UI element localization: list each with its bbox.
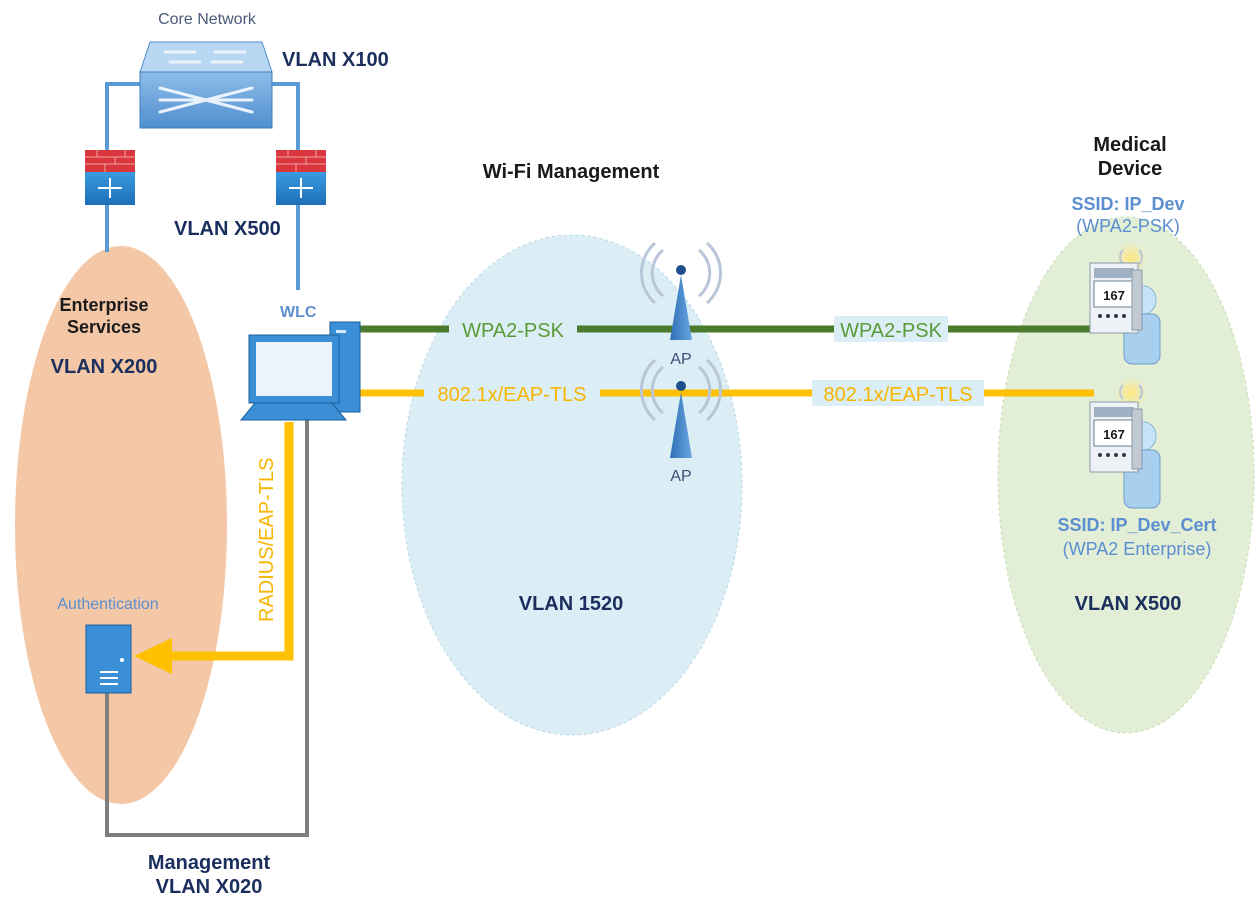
core-network-label: Core Network [158, 11, 257, 28]
wlc-label: WLC [280, 304, 317, 321]
wlc-computer-icon [239, 321, 361, 421]
eap-right-label-bg [812, 380, 984, 406]
firewall-right-icon [276, 150, 326, 205]
ap-top-icon [640, 241, 722, 340]
medical-label-line2: Device [1098, 158, 1163, 180]
wpa2-psk-right-label: WPA2-PSK [840, 320, 943, 342]
ssid-cert-security-label: (WPA2 Enterprise) [1063, 539, 1212, 559]
wpa2-psk-left-label-bg [449, 316, 577, 342]
ssid-dev-security-label: (WPA2-PSK) [1076, 216, 1180, 236]
management-label-line1: Management [148, 852, 271, 874]
wifi-management-zone [401, 234, 743, 736]
management-label-line2: VLAN X020 [156, 876, 263, 898]
ap-bottom-label: AP [670, 468, 691, 485]
eap-left-label-bg [424, 380, 600, 406]
core-link-left [105, 82, 140, 150]
medical-label-line1: Medical [1093, 134, 1166, 156]
radius-arrowhead [134, 638, 172, 674]
monitor-reading-top: 167 [1103, 288, 1125, 303]
vlan-x500-right-label: VLAN X500 [1075, 593, 1182, 615]
authentication-label: Authentication [57, 596, 158, 613]
core-switch-icon [139, 41, 273, 129]
eap-left-label: 802.1x/EAP-TLS [438, 384, 587, 406]
wifi-management-label: Wi-Fi Management [483, 161, 660, 183]
medical-device-top-icon: 167 [1089, 242, 1161, 365]
wpa2-psk-left-label: WPA2-PSK [462, 320, 565, 342]
eap-right-label: 802.1x/EAP-TLS [824, 384, 973, 406]
vlan-1520-label: VLAN 1520 [519, 593, 624, 615]
medical-device-bottom-icon: 167 [1089, 377, 1161, 509]
ap-bottom-icon [640, 358, 722, 458]
radius-label: RADIUS/EAP-TLS [256, 458, 278, 622]
enterprise-zone [15, 246, 227, 804]
management-link [105, 420, 309, 837]
core-link-right [272, 82, 300, 150]
firewall-left-icon [85, 150, 135, 205]
ssid-cert-label: SSID: IP_Dev_Cert [1057, 515, 1216, 535]
monitor-reading-bottom: 167 [1103, 427, 1125, 442]
enterprise-label-line2: Services [67, 317, 141, 337]
ap-top-label: AP [670, 351, 691, 368]
authentication-server-icon [85, 624, 132, 694]
vlan-x100-label: VLAN X100 [282, 49, 389, 71]
enterprise-label-line1: Enterprise [59, 295, 148, 315]
vlan-x500-top-label: VLAN X500 [174, 218, 281, 240]
wpa2-psk-right-label-bg [834, 316, 948, 342]
radius-link [168, 422, 294, 661]
ssid-dev-label: SSID: IP_Dev [1071, 194, 1184, 214]
vlan-x200-label: VLAN X200 [51, 356, 158, 378]
